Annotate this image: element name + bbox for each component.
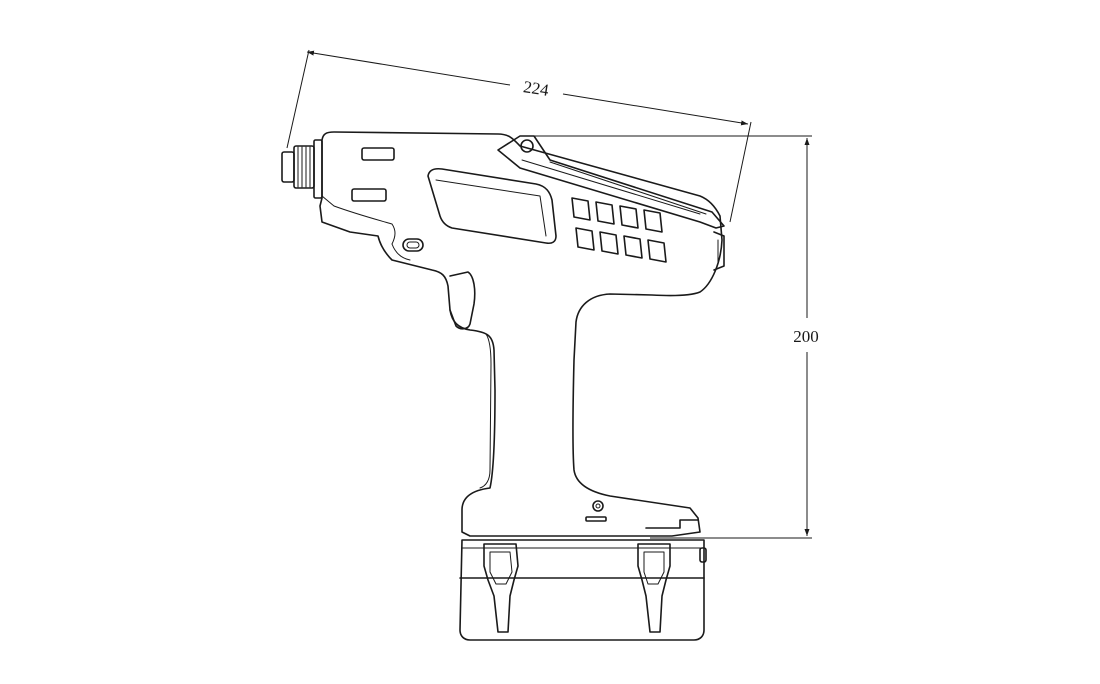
battery-latch-left bbox=[483, 543, 519, 633]
hanger-hole bbox=[520, 139, 534, 153]
height-dimension-label: 200 bbox=[793, 327, 819, 346]
width-dimension-label: 224 bbox=[522, 77, 551, 100]
front-seam bbox=[321, 195, 396, 245]
keypad-button bbox=[571, 197, 591, 221]
display-window bbox=[427, 167, 557, 245]
indicator-led bbox=[592, 500, 604, 512]
width-dimension-line-a bbox=[306, 50, 511, 86]
direction-switch bbox=[402, 238, 424, 252]
keypad-button bbox=[643, 209, 663, 233]
battery-pack bbox=[459, 539, 707, 641]
height-dimension: 200 bbox=[525, 135, 819, 539]
battery-latch-right bbox=[637, 543, 671, 633]
vent-slot-middle bbox=[351, 188, 387, 202]
width-extension-left bbox=[286, 49, 310, 149]
keypad-button bbox=[647, 239, 667, 263]
battery-step bbox=[645, 519, 699, 529]
width-dimension-line-b bbox=[562, 93, 749, 126]
top-rail bbox=[497, 135, 725, 229]
vent-slot-top bbox=[361, 147, 395, 161]
indicator-slot bbox=[585, 516, 607, 522]
keypad-button bbox=[595, 201, 615, 225]
width-dimension: 224 bbox=[286, 49, 752, 223]
trigger bbox=[449, 271, 476, 330]
keypad-button bbox=[619, 205, 639, 229]
keypad-button bbox=[575, 227, 595, 251]
keypad bbox=[571, 197, 667, 263]
keypad-button bbox=[623, 235, 643, 259]
rear-cap bbox=[713, 231, 725, 271]
width-extension-right bbox=[729, 121, 752, 223]
chuck bbox=[281, 139, 323, 199]
keypad-button bbox=[599, 231, 619, 255]
grip-contour bbox=[479, 333, 492, 489]
